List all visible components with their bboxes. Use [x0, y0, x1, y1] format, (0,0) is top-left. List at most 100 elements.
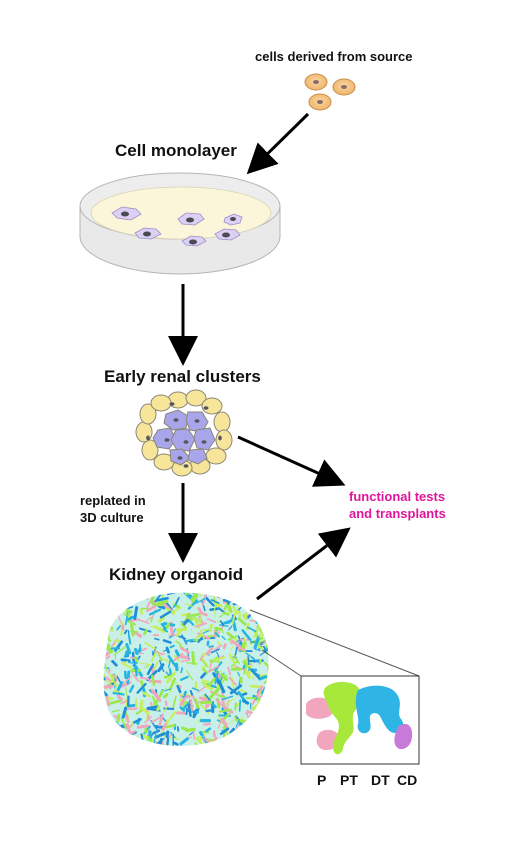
organoid-speckle [129, 635, 130, 644]
organoid-speckle [260, 677, 266, 679]
organoid-speckle [91, 690, 100, 696]
organoid-speckle [252, 710, 261, 714]
organoid-speckle [140, 592, 148, 600]
organoid-speckle [257, 603, 262, 606]
organoid-speckle [267, 726, 271, 733]
organoid-speckle [214, 731, 215, 736]
organoid-speckle [129, 705, 135, 706]
organoid-speckle [99, 598, 101, 602]
organoid-speckle [268, 691, 271, 694]
nephron-inset [301, 676, 419, 764]
organoid-speckle [264, 697, 268, 704]
organoid-speckle [100, 658, 102, 663]
organoid-speckle [118, 739, 123, 743]
organoid-speckle [200, 698, 206, 699]
organoid-speckle [194, 750, 196, 761]
label-functional-line2: and transplants [349, 505, 446, 522]
organoid-speckle [93, 698, 97, 702]
organoid-speckle [96, 687, 98, 692]
organoid-speckle [237, 745, 240, 753]
label-functional-tests: functional tests and transplants [349, 488, 446, 522]
organoid-speckle [239, 591, 242, 596]
organoid-speckle [189, 755, 194, 762]
organoid-speckle [130, 597, 131, 604]
organoid-speckle [269, 669, 270, 675]
organoid-speckle [119, 736, 127, 741]
organoid-speckle [134, 593, 137, 598]
organoid-speckle [191, 700, 192, 710]
organoid-speckle [193, 653, 194, 664]
organoid-speckle [250, 600, 258, 602]
organoid-speckle [183, 586, 190, 593]
organoid-speckle [171, 646, 174, 647]
organoid-speckle [129, 663, 137, 664]
organoid-speckle [125, 651, 127, 656]
organoid-speckle [230, 748, 231, 754]
organoid-speckle [211, 609, 218, 610]
organoid-speckle [102, 719, 103, 723]
organoid-speckle [258, 616, 263, 622]
organoid-speckle [99, 602, 104, 605]
organoid-speckle [269, 688, 272, 689]
organoid-speckle [265, 716, 270, 724]
organoid-speckle [248, 711, 252, 712]
organoid-speckle [94, 672, 99, 674]
organoid-speckle [227, 620, 232, 622]
organoid-speckle [130, 745, 131, 753]
organoid-speckle [228, 592, 230, 596]
organoid-speckle [267, 713, 275, 715]
organoid-speckle [242, 734, 250, 736]
organoid-speckle [267, 701, 271, 707]
organoid-speckle [156, 727, 163, 728]
organoid-speckle [244, 734, 245, 739]
label-replated-line1: replated in [80, 492, 146, 509]
organoid-speckle [155, 639, 159, 640]
organoid-speckle [127, 601, 128, 607]
organoid-speckle [276, 745, 285, 749]
organoid-speckle [219, 595, 222, 596]
organoid-speckle [216, 604, 221, 606]
organoid-speckle [261, 750, 272, 754]
organoid-speckle [268, 754, 271, 759]
organoid-speckle [205, 746, 208, 748]
organoid-speckle [112, 745, 115, 748]
organoid-speckle [170, 669, 171, 674]
zoom-line-top [250, 610, 419, 676]
organoid-speckle [275, 682, 283, 689]
organoid-speckle [238, 595, 243, 601]
organoid-speckle [187, 729, 195, 730]
organoid-speckle [101, 726, 105, 733]
segment-label-dt: DT [371, 772, 390, 788]
organoid-speckle [131, 732, 135, 734]
label-functional-line1: functional tests [349, 488, 446, 505]
organoid-speckle [90, 641, 98, 646]
organoid-speckle [270, 678, 271, 683]
organoid-speckle [118, 728, 121, 730]
organoid-speckle [168, 624, 169, 627]
organoid-speckle [251, 732, 256, 734]
organoid-speckle [261, 604, 269, 607]
organoid-speckle [118, 606, 123, 607]
label-early-renal-clusters: Early renal clusters [104, 367, 261, 387]
organoid-speckle [92, 609, 96, 614]
organoid-speckle [105, 754, 115, 755]
organoid-speckle [266, 733, 268, 735]
organoid-speckle [95, 719, 105, 725]
organoid-speckle [219, 589, 221, 592]
segment-label-pt: PT [340, 772, 358, 788]
organoid-speckle [134, 747, 141, 752]
organoid-speckle [240, 700, 241, 711]
organoid-speckle [93, 698, 96, 699]
organoid-speckle [176, 750, 185, 754]
organoid-speckle [243, 643, 245, 645]
organoid-speckle [236, 593, 243, 597]
organoid-speckle [265, 613, 266, 616]
organoid-speckle [127, 610, 131, 612]
organoid-speckle [271, 665, 278, 671]
organoid-speckle [160, 739, 161, 745]
organoid-speckle [250, 620, 255, 621]
organoid-speckle [96, 609, 99, 613]
organoid-speckle [191, 629, 192, 632]
organoid-speckle [224, 645, 225, 648]
organoid-speckle [224, 745, 230, 754]
